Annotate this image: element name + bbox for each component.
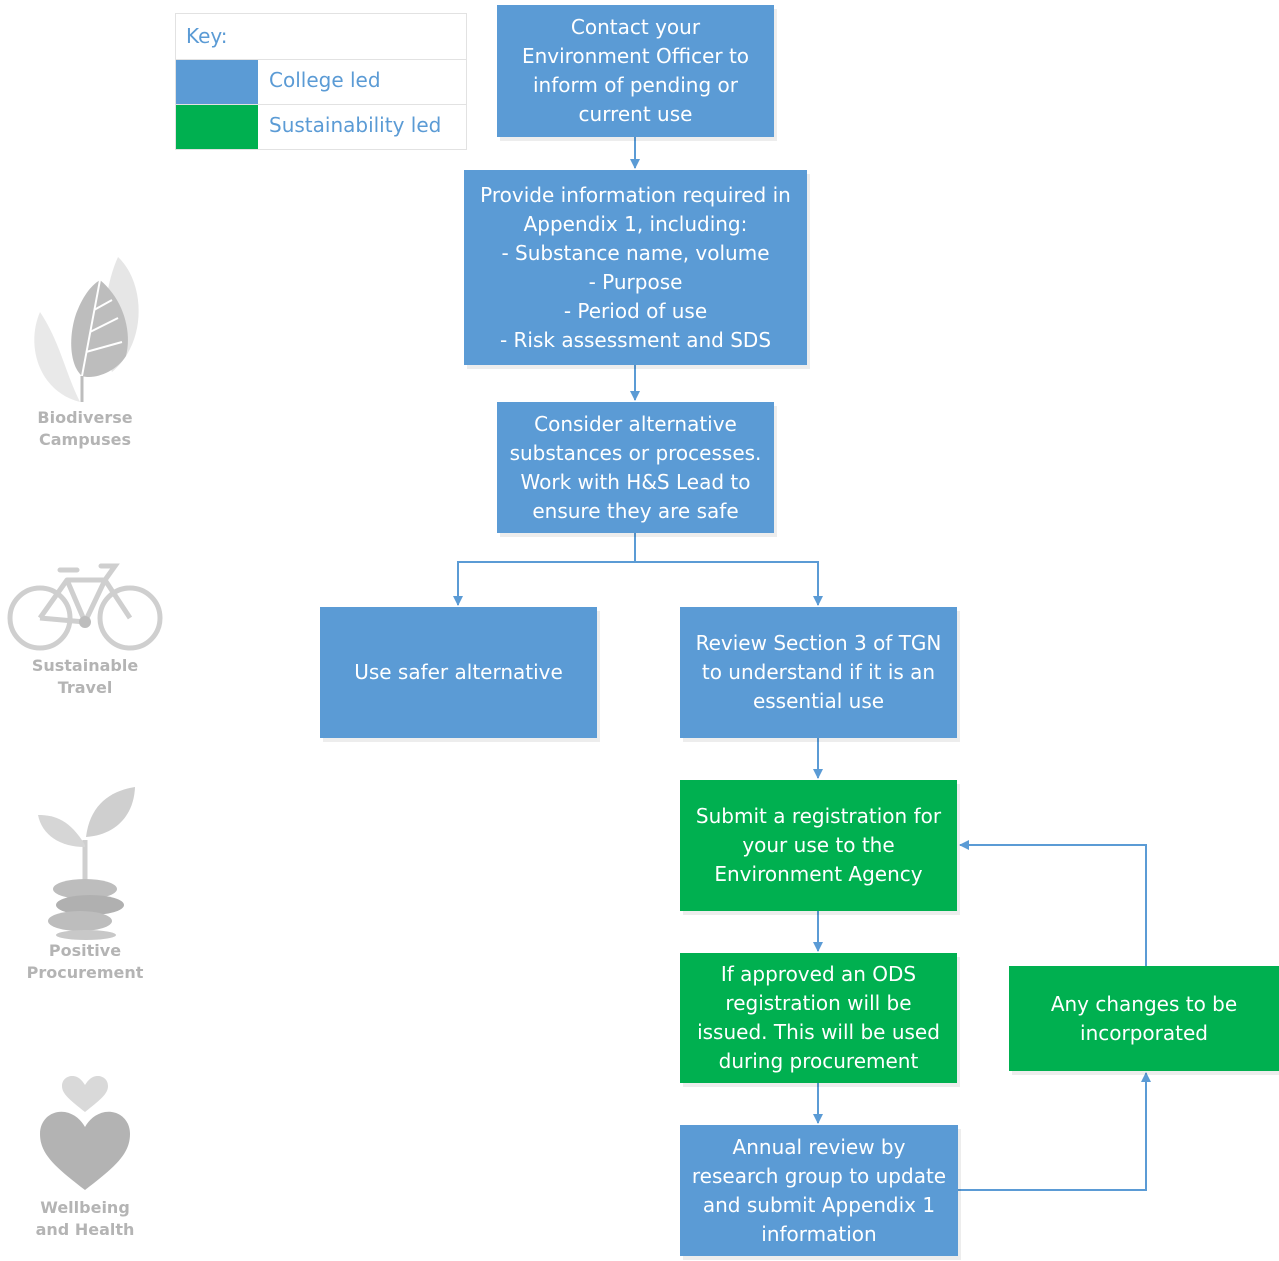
step-contact-environment-officer: Contact your Environment Officer to info… bbox=[497, 5, 774, 137]
sprout-coins-icon bbox=[38, 787, 135, 940]
side-label-biodiverse: Biodiverse Campuses bbox=[37, 408, 133, 449]
wellbeing-and-health: Wellbeing and Health bbox=[0, 1072, 170, 1241]
arrow-consider-to-review bbox=[635, 561, 823, 606]
step-changes-incorporated: Any changes to be incorporated bbox=[1009, 966, 1279, 1071]
key-legend: Key: College led Sustainability led bbox=[175, 13, 467, 150]
college-swatch bbox=[176, 60, 258, 104]
arrow-consider-to-safer bbox=[453, 533, 636, 606]
step-review-section-3: Review Section 3 of TGN to understand if… bbox=[680, 607, 957, 738]
college-led-label: College led bbox=[269, 68, 381, 92]
step-provide-information: Provide information required in Appendix… bbox=[464, 170, 807, 365]
step-use-safer-alternative: Use safer alternative bbox=[320, 607, 597, 738]
bicycle-icon bbox=[7, 563, 163, 651]
key-row-college: College led bbox=[176, 59, 466, 105]
sustainable-travel: Sustainable Travel bbox=[0, 560, 170, 699]
arrow-annual-to-changes bbox=[958, 1072, 1151, 1191]
step-annual-review: Annual review by research group to updat… bbox=[680, 1125, 958, 1256]
step-ods-registration-issued: If approved an ODS registration will be … bbox=[680, 953, 957, 1083]
side-label-procurement: Positive Procurement bbox=[26, 941, 144, 982]
sustainability-swatch bbox=[176, 105, 258, 149]
step-consider-alternatives: Consider alternative substances or proce… bbox=[497, 402, 774, 533]
key-title: Key: bbox=[186, 24, 228, 48]
side-label-travel: Sustainable Travel bbox=[31, 656, 139, 697]
biodiverse-campuses: Biodiverse Campuses bbox=[0, 252, 170, 451]
hearts-icon bbox=[40, 1076, 130, 1190]
arrow-changes-to-submit bbox=[959, 840, 1147, 966]
side-label-wellbeing: Wellbeing and Health bbox=[35, 1198, 135, 1239]
step-submit-registration: Submit a registration for your use to th… bbox=[680, 780, 957, 911]
leaf-icon bbox=[34, 257, 139, 402]
sustainability-led-label: Sustainability led bbox=[269, 113, 442, 137]
positive-procurement: Positive Procurement bbox=[0, 785, 170, 984]
key-row-sustainability: Sustainability led bbox=[176, 104, 466, 150]
